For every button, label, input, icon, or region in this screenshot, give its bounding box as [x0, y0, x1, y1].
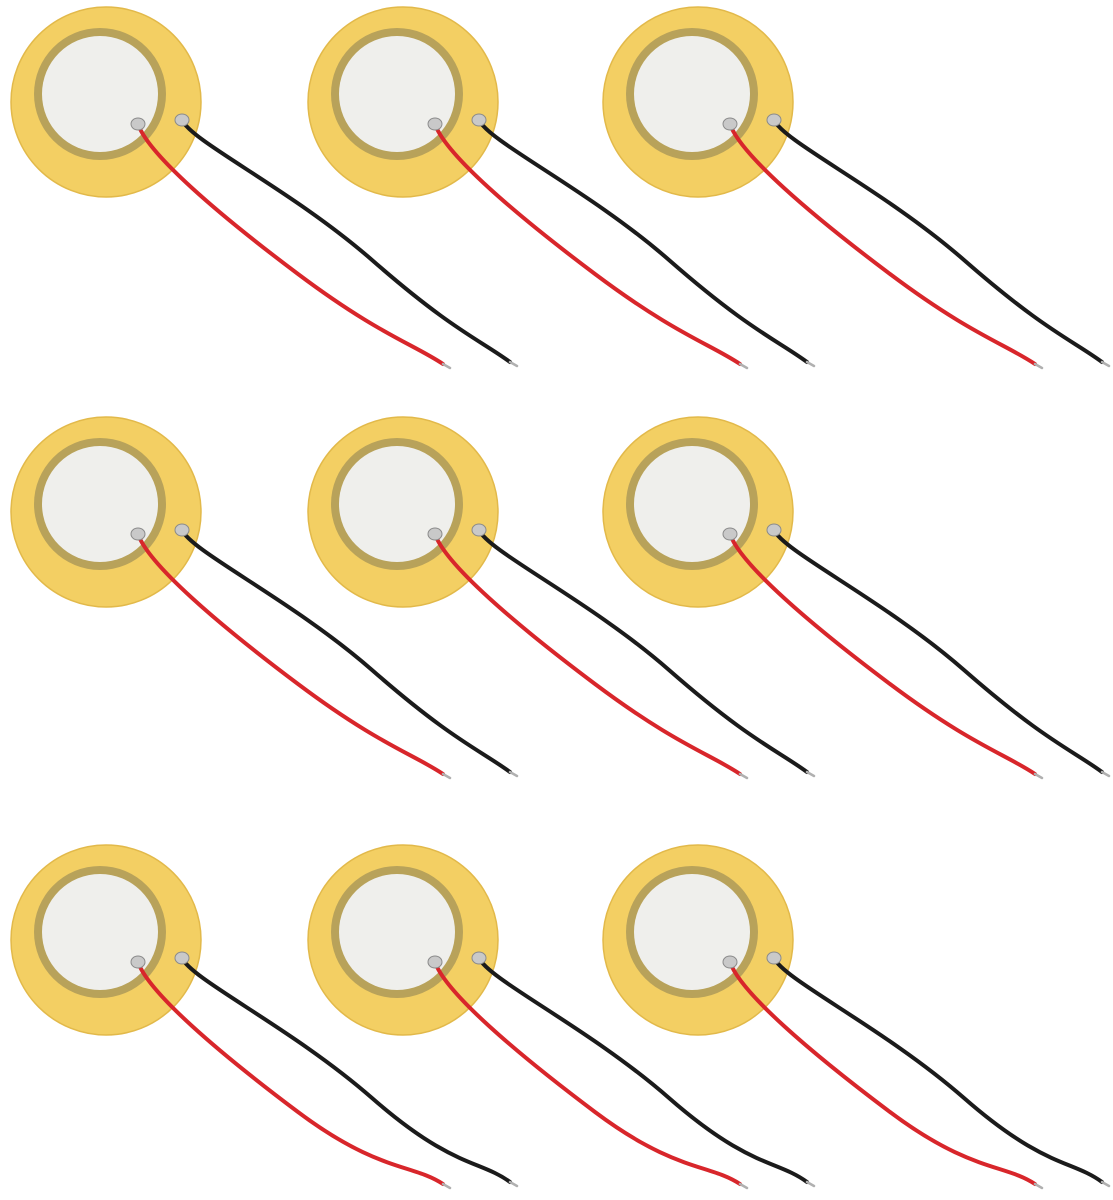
piezo-disc-9: [602, 844, 1111, 1190]
black-wire-tip: [805, 1180, 816, 1188]
solder-joint: [722, 527, 738, 541]
solder-joint: [471, 951, 487, 965]
black-wire-tip: [508, 770, 519, 778]
piezo-disc-8: [307, 844, 816, 1190]
ceramic-face: [42, 446, 158, 562]
ceramic-face: [339, 874, 455, 990]
red-wire-tip: [738, 1182, 749, 1190]
red-wire: [433, 960, 742, 1186]
black-wire-tip: [508, 360, 519, 368]
black-wire-tip: [1100, 360, 1111, 368]
piezo-disc-3: [602, 6, 1111, 370]
solder-joint: [130, 527, 146, 541]
solder-joint: [427, 117, 443, 131]
black-wire: [180, 956, 512, 1184]
black-wire-tip: [1100, 1180, 1111, 1188]
red-wire: [728, 960, 1037, 1186]
ceramic-face: [634, 874, 750, 990]
solder-joint: [174, 951, 190, 965]
ceramic-face: [42, 874, 158, 990]
black-wire-tip: [805, 770, 816, 778]
ceramic-face: [634, 446, 750, 562]
solder-joint: [130, 117, 146, 131]
ceramic-face: [634, 36, 750, 152]
red-wire-tip: [738, 772, 749, 780]
solder-joint: [427, 955, 443, 969]
red-wire-tip: [441, 1182, 452, 1190]
red-wire: [728, 532, 1037, 776]
solder-joint: [130, 955, 146, 969]
red-wire: [433, 532, 742, 776]
black-wire: [772, 956, 1104, 1184]
piezo-disc-7: [10, 844, 519, 1190]
red-wire-tip: [441, 362, 452, 370]
solder-joint: [722, 117, 738, 131]
black-wire-tip: [1100, 770, 1111, 778]
solder-joint: [471, 113, 487, 127]
red-wire-tip: [441, 772, 452, 780]
red-wire: [728, 122, 1037, 366]
ceramic-face: [339, 36, 455, 152]
black-wire-tip: [805, 360, 816, 368]
black-wire: [180, 118, 512, 364]
piezo-disc-1: [10, 6, 519, 370]
ceramic-face: [339, 446, 455, 562]
solder-joint: [471, 523, 487, 537]
solder-joint: [766, 113, 782, 127]
black-wire: [772, 528, 1104, 774]
red-wire: [136, 122, 445, 366]
black-wire: [772, 118, 1104, 364]
ceramic-face: [42, 36, 158, 152]
solder-joint: [766, 951, 782, 965]
solder-joint: [427, 527, 443, 541]
piezo-disc-6: [602, 416, 1111, 780]
solder-joint: [722, 955, 738, 969]
red-wire-tip: [1033, 772, 1044, 780]
red-wire: [136, 532, 445, 776]
black-wire: [477, 118, 809, 364]
red-wire-tip: [738, 362, 749, 370]
piezo-disc-2: [307, 6, 816, 370]
black-wire: [477, 528, 809, 774]
black-wire-tip: [508, 1180, 519, 1188]
solder-joint: [174, 113, 190, 127]
black-wire: [180, 528, 512, 774]
piezo-disc-4: [10, 416, 519, 780]
solder-joint: [174, 523, 190, 537]
red-wire: [136, 960, 445, 1186]
piezo-disc-5: [307, 416, 816, 780]
red-wire-tip: [1033, 362, 1044, 370]
red-wire: [433, 122, 742, 366]
black-wire: [477, 956, 809, 1184]
solder-joint: [766, 523, 782, 537]
red-wire-tip: [1033, 1182, 1044, 1190]
